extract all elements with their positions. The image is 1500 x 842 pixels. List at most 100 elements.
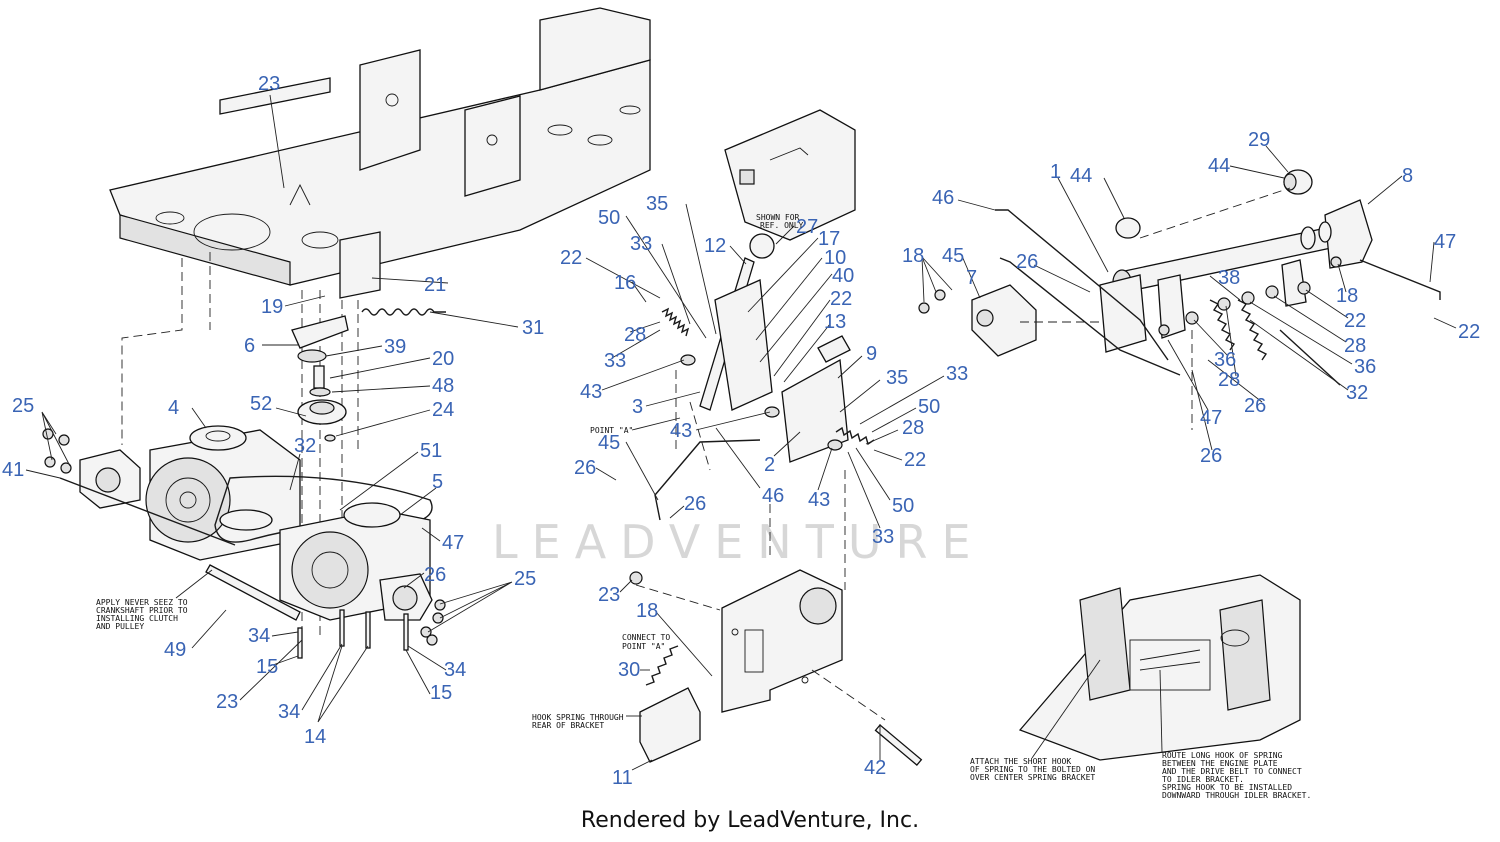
callout-label: 41 (2, 459, 24, 481)
callout-label: 1 (1050, 161, 1061, 183)
rod-46 (995, 209, 1169, 361)
callout-label: 23 (258, 73, 280, 95)
callout-label: 34 (248, 625, 270, 647)
callout-label: 46 (762, 485, 784, 507)
callout-label: 48 (432, 375, 454, 397)
callout-label: 18 (636, 600, 658, 622)
callout-label: 46 (932, 187, 954, 209)
callout-label: 29 (1248, 129, 1270, 151)
callout-label: 26 (1200, 445, 1222, 467)
svg-text:OVER CENTER SPRING BRACKET: OVER CENTER SPRING BRACKET (970, 773, 1095, 782)
svg-text:DOWNWARD THROUGH IDLER BRACKET: DOWNWARD THROUGH IDLER BRACKET. (1162, 791, 1311, 800)
callout-label: 4 (168, 397, 179, 419)
callout-label: 22 (1458, 321, 1480, 343)
callout-label: 28 (624, 324, 646, 346)
transaxle-right (279, 502, 433, 621)
callout-label: 16 (614, 272, 636, 294)
callout-label: 17 (818, 228, 840, 250)
callouts: 23 21 19 31 6 39 20 48 52 24 4 25 32 51 … (2, 73, 1480, 789)
control-rod (654, 439, 761, 521)
drive-spring (361, 308, 446, 316)
footer-credit: Rendered by LeadVenture, Inc. (580, 808, 920, 833)
callout-label: 9 (866, 343, 877, 365)
bolt-42 (874, 724, 923, 766)
callout-label: 51 (420, 440, 442, 462)
idler-bracket (291, 315, 349, 442)
callout-label: 26 (574, 457, 596, 479)
mower-frame (109, 7, 651, 299)
callout-label: 28 (902, 417, 924, 439)
callout-label: 33 (604, 350, 626, 372)
callout-label: 52 (250, 393, 272, 415)
callout-label: 43 (670, 420, 692, 442)
control-lever (680, 257, 851, 463)
svg-text:CRANKSHAFT PRIOR TO: CRANKSHAFT PRIOR TO (96, 606, 188, 615)
callout-label: 45 (598, 432, 620, 454)
spring-bracket (639, 687, 701, 763)
svg-text:TO IDLER BRACKET.: TO IDLER BRACKET. (1162, 775, 1244, 784)
svg-text:ROUTE LONG HOOK OF SPRING: ROUTE LONG HOOK OF SPRING (1162, 751, 1283, 760)
svg-text:SPRING HOOK TO BE INSTALLED: SPRING HOOK TO BE INSTALLED (1162, 783, 1292, 792)
svg-text:BETWEEN THE ENGINE PLATE: BETWEEN THE ENGINE PLATE (1162, 759, 1278, 768)
callout-label: 44 (1208, 155, 1230, 177)
callout-label: 26 (1016, 251, 1038, 273)
svg-text:SHOWN FOR: SHOWN FOR (756, 213, 800, 222)
svg-text:POINT "A": POINT "A" (590, 426, 633, 435)
callout-label: 47 (1200, 407, 1222, 429)
svg-text:HOOK SPRING THROUGH: HOOK SPRING THROUGH (532, 713, 624, 722)
callout-label: 26 (684, 493, 706, 515)
callout-label: 49 (164, 639, 186, 661)
callout-label: 38 (1218, 267, 1240, 289)
callout-label: 34 (278, 701, 300, 723)
inset-view (1018, 574, 1301, 761)
note-short-hook: ATTACH THE SHORT HOOK OF SPRING TO THE B… (970, 659, 1101, 782)
callout-label: 13 (824, 311, 846, 333)
callout-label: 42 (864, 757, 886, 779)
note-shown-ref: SHOWN FOR REF. ONLY (756, 213, 804, 230)
svg-text:OF SPRING TO THE BOLTED ON: OF SPRING TO THE BOLTED ON (970, 765, 1095, 774)
callout-label: 26 (1244, 395, 1266, 417)
spring-33-a (661, 307, 690, 337)
callout-label: 18 (1336, 285, 1358, 307)
callout-label: 33 (946, 363, 968, 385)
callout-label: 32 (1346, 382, 1368, 404)
callout-label: 19 (261, 296, 283, 318)
callout-label: 26 (424, 564, 446, 586)
svg-text:ATTACH THE SHORT HOOK: ATTACH THE SHORT HOOK (970, 757, 1071, 766)
clutch-pulley (219, 509, 273, 531)
callout-label: 31 (522, 317, 544, 339)
note-hook-spring: HOOK SPRING THROUGH REAR OF BRACKET (532, 713, 642, 730)
console-cover (724, 109, 856, 241)
callout-label: 18 (902, 245, 924, 267)
callout-label: 6 (244, 335, 255, 357)
callout-label: 22 (904, 449, 926, 471)
callout-label: 50 (598, 207, 620, 229)
callout-label: 20 (432, 348, 454, 370)
callout-leaders (25, 94, 1457, 771)
callout-label: 23 (216, 691, 238, 713)
callout-label: 25 (514, 568, 536, 590)
callout-label: 36 (1214, 349, 1236, 371)
bolts (42, 428, 446, 659)
spring-33-b (835, 426, 875, 446)
callout-label: 28 (1218, 369, 1240, 391)
rod-47-right (1359, 259, 1441, 300)
callout-label: 25 (12, 395, 34, 417)
watermark: LEADVENTURE (492, 515, 985, 569)
callout-label: 30 (618, 659, 640, 681)
note-long-hook: ROUTE LONG HOOK OF SPRING BETWEEN THE EN… (1159, 669, 1311, 800)
svg-text:AND PULLEY: AND PULLEY (96, 622, 144, 631)
arm-plates (1099, 259, 1307, 353)
lever-knob (749, 233, 775, 259)
callout-label: 10 (824, 247, 846, 269)
transaxle-left (79, 425, 301, 561)
callout-label: 24 (432, 399, 454, 421)
callout-label: 14 (304, 726, 326, 748)
callout-label: 50 (918, 396, 940, 418)
callout-label: 3 (632, 396, 643, 418)
callout-label: 40 (832, 265, 854, 287)
callout-label: 50 (892, 495, 914, 517)
rod-45 (999, 257, 1181, 376)
callout-label: 35 (646, 193, 668, 215)
